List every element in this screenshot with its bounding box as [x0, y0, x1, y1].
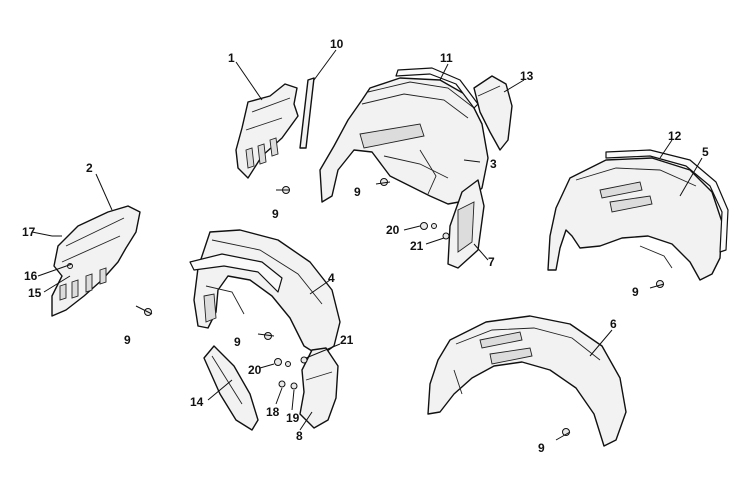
callout-15: 15 — [28, 286, 42, 300]
part-1-shield — [235, 83, 299, 179]
part-2-shield — [51, 205, 141, 317]
callout-21b: 21 — [340, 333, 354, 347]
part-13-panel — [473, 75, 513, 151]
callout-10: 10 — [330, 37, 344, 51]
fastener-9 — [135, 305, 153, 316]
callout-6: 6 — [610, 317, 617, 331]
callout-20a: 20 — [386, 223, 400, 237]
fastener-20 — [274, 358, 291, 367]
callout-labels: 1 10 11 13 3 2 17 16 15 9 9 9 9 9 9 20 2… — [22, 37, 709, 455]
callout-9c: 9 — [124, 333, 131, 347]
fastener-9 — [555, 428, 571, 441]
part-8-flap — [299, 347, 339, 429]
leader-lines — [31, 49, 703, 431]
part-11-trim-strip — [395, 67, 479, 109]
fastener-20 — [420, 222, 437, 230]
callout-9f: 9 — [538, 441, 545, 455]
callout-5: 5 — [702, 145, 709, 159]
callout-3: 3 — [490, 157, 497, 171]
fastener-21 — [300, 356, 308, 364]
fastener-9 — [257, 332, 275, 340]
callout-20b: 20 — [248, 363, 262, 377]
part-7-mud-flap — [447, 179, 485, 269]
part-4-wheel-arch-liner — [189, 229, 341, 357]
callout-18: 18 — [266, 405, 280, 419]
callout-9d: 9 — [234, 335, 241, 349]
callout-19: 19 — [286, 411, 300, 425]
part-14-strip — [203, 345, 259, 431]
callout-9e: 9 — [632, 285, 639, 299]
fastener-9 — [649, 280, 665, 289]
callout-7: 7 — [488, 255, 495, 269]
callout-9a: 9 — [272, 207, 279, 221]
part-6-wheel-arch-liner — [427, 315, 627, 447]
callout-2: 2 — [86, 161, 93, 175]
part-12-trim-strip — [605, 149, 729, 253]
callout-14: 14 — [190, 395, 204, 409]
part-3-wheel-arch-liner — [319, 77, 489, 205]
callout-1: 1 — [228, 51, 235, 65]
part-5-wheel-arch-liner — [547, 157, 723, 281]
fastener-19 — [290, 382, 298, 390]
callout-4: 4 — [328, 271, 335, 285]
part-10-strip — [299, 77, 315, 149]
callout-8: 8 — [296, 429, 303, 443]
callout-17: 17 — [22, 225, 36, 239]
callout-12: 12 — [668, 129, 682, 143]
fastener-18 — [278, 380, 286, 388]
fastener-9 — [276, 186, 290, 194]
callout-9b: 9 — [354, 185, 361, 199]
callout-13: 13 — [520, 69, 534, 83]
callout-16: 16 — [24, 269, 38, 283]
fastener-9 — [375, 178, 391, 186]
fastener-21 — [442, 232, 450, 240]
callout-11: 11 — [440, 51, 453, 65]
callout-21a: 21 — [410, 239, 424, 253]
